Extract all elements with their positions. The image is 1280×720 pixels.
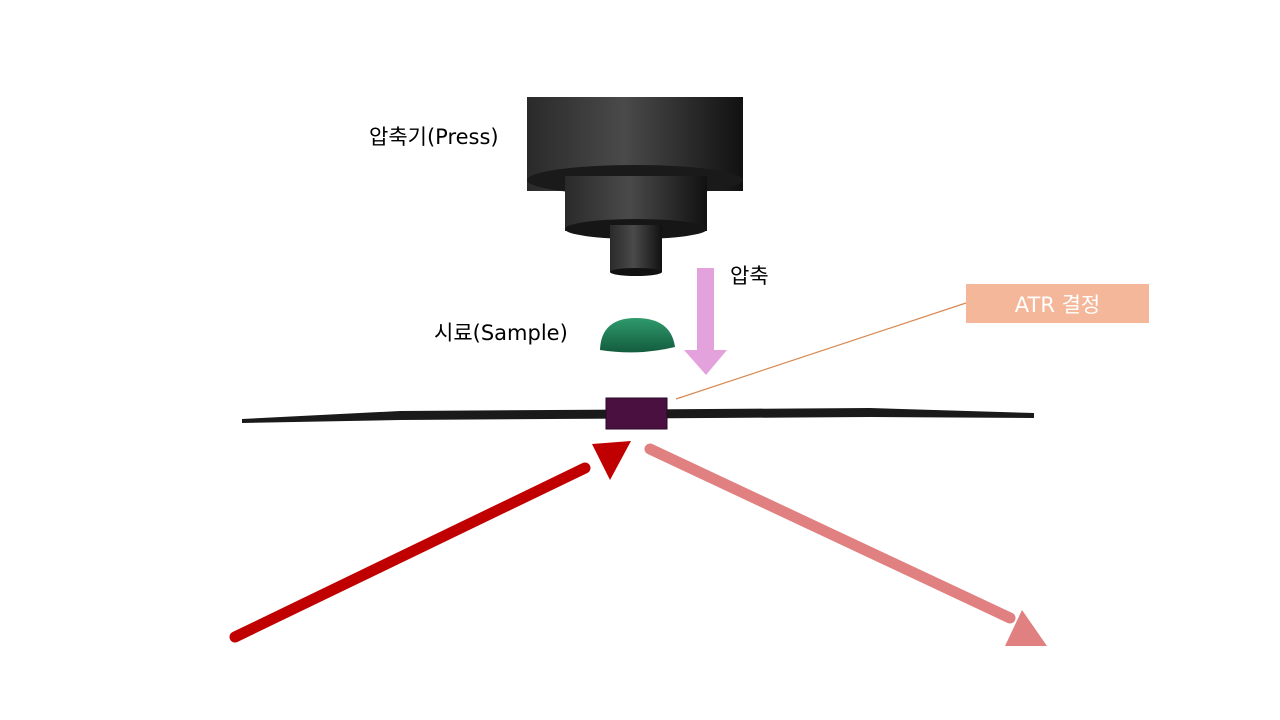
reflected-beam-arrow-icon (644, 443, 1047, 646)
sample-label: 시료(Sample) (434, 321, 568, 345)
press-label: 압축기(Press) (369, 125, 499, 149)
compress-label: 압축 (730, 264, 769, 288)
sample-dome-icon (600, 318, 675, 353)
crystal-leader-line (675, 302, 967, 400)
compress-arrow-head (684, 350, 727, 375)
incident-beam-arrow-icon (229, 441, 631, 643)
incident-beam-shaft (229, 462, 591, 643)
compress-arrow-icon (684, 268, 727, 375)
atr-crystal-icon (605, 397, 668, 430)
compress-arrow-shaft (697, 268, 714, 352)
incident-beam-head (592, 441, 631, 480)
press-icon (527, 97, 743, 276)
crystal-label: ATR 결정 (966, 284, 1149, 323)
press-tip (610, 225, 662, 272)
reflected-beam-head (1005, 610, 1047, 646)
reflected-beam-shaft (644, 443, 1016, 624)
press-tip-base (610, 268, 662, 276)
